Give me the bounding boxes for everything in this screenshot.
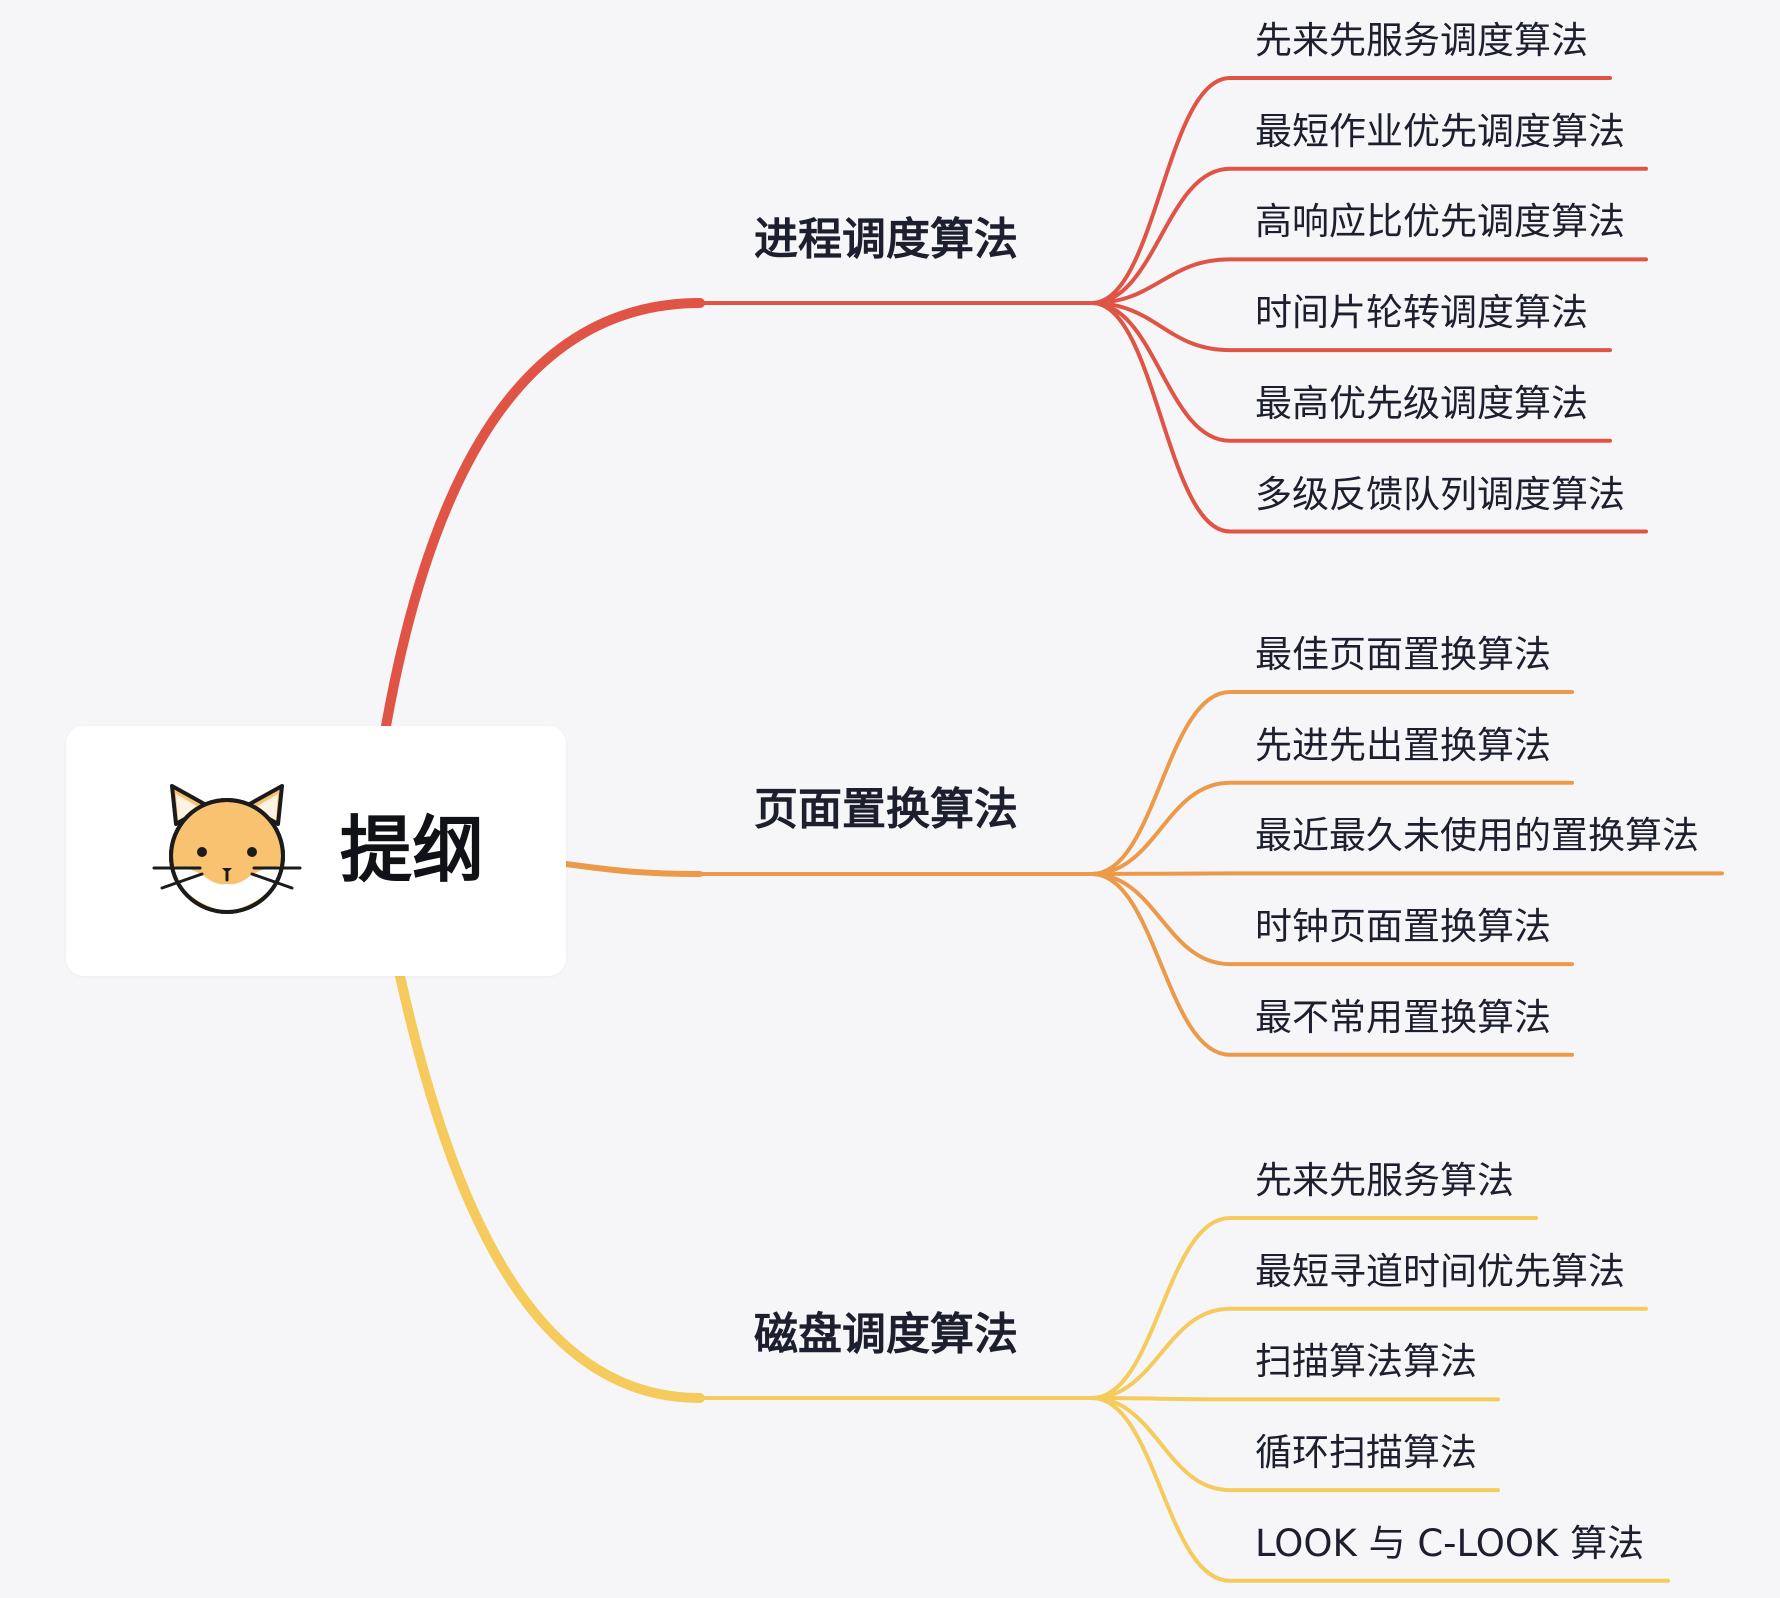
leaf-label[interactable]: 最短作业优先调度算法 xyxy=(1255,109,1625,153)
root-connector xyxy=(563,861,703,877)
leaf-connector xyxy=(1090,1396,1670,1583)
root-connector xyxy=(395,971,705,1403)
leaf-label[interactable]: 最短寻道时间优先算法 xyxy=(1255,1249,1625,1293)
leaf-label[interactable]: 时间片轮转调度算法 xyxy=(1255,291,1588,335)
leaf-connector xyxy=(1090,1396,1500,1402)
leaf-label[interactable]: 先来先服务算法 xyxy=(1255,1159,1514,1202)
leaf-connector xyxy=(1090,301,1648,534)
root-connector xyxy=(381,298,705,731)
branch-label[interactable]: 进程调度算法 xyxy=(754,214,1018,265)
leaf-connector xyxy=(1090,872,1574,967)
root-node[interactable] xyxy=(66,726,566,976)
leaf-connector xyxy=(1090,1396,1500,1493)
leaf-label[interactable]: 最近最久未使用的置换算法 xyxy=(1255,814,1699,858)
leaf-connector xyxy=(1090,1216,1538,1400)
leaf-connector xyxy=(1090,301,1612,353)
leaf-label[interactable]: 高响应比优先调度算法 xyxy=(1255,200,1625,244)
branch-label[interactable]: 磁盘调度算法 xyxy=(754,1309,1018,1360)
leaf-label[interactable]: 最不常用置换算法 xyxy=(1255,995,1551,1039)
leaf-connector xyxy=(1090,871,1724,876)
leaf-label[interactable]: 时钟页面置换算法 xyxy=(1255,905,1551,949)
leaf-label[interactable]: 循环扫描算法 xyxy=(1255,1431,1477,1475)
leaf-connector xyxy=(1090,872,1574,1057)
leaf-connector xyxy=(1090,166,1648,305)
leaf-label[interactable]: LOOK 与 C-LOOK 算法 xyxy=(1255,1521,1645,1565)
leaf-label[interactable]: 多级反馈队列调度算法 xyxy=(1255,472,1625,516)
leaf-label[interactable]: 扫描算法算法 xyxy=(1255,1340,1477,1384)
leaf-connector xyxy=(1090,257,1648,305)
leaf-label[interactable]: 最高优先级调度算法 xyxy=(1255,381,1588,425)
cat-face-icon xyxy=(152,784,302,914)
leaf-label[interactable]: 先来先服务调度算法 xyxy=(1255,19,1588,62)
leaf-connector xyxy=(1090,1306,1648,1400)
leaf-connector xyxy=(1090,301,1612,443)
branch-label[interactable]: 页面置换算法 xyxy=(754,784,1018,835)
leaf-connector xyxy=(1090,780,1574,876)
leaf-label[interactable]: 最佳页面置换算法 xyxy=(1255,633,1551,676)
root-title: 提纲 xyxy=(340,808,485,892)
leaf-connector xyxy=(1090,690,1574,876)
leaf-connector xyxy=(1090,76,1612,305)
leaf-label[interactable]: 先进先出置换算法 xyxy=(1255,723,1551,767)
